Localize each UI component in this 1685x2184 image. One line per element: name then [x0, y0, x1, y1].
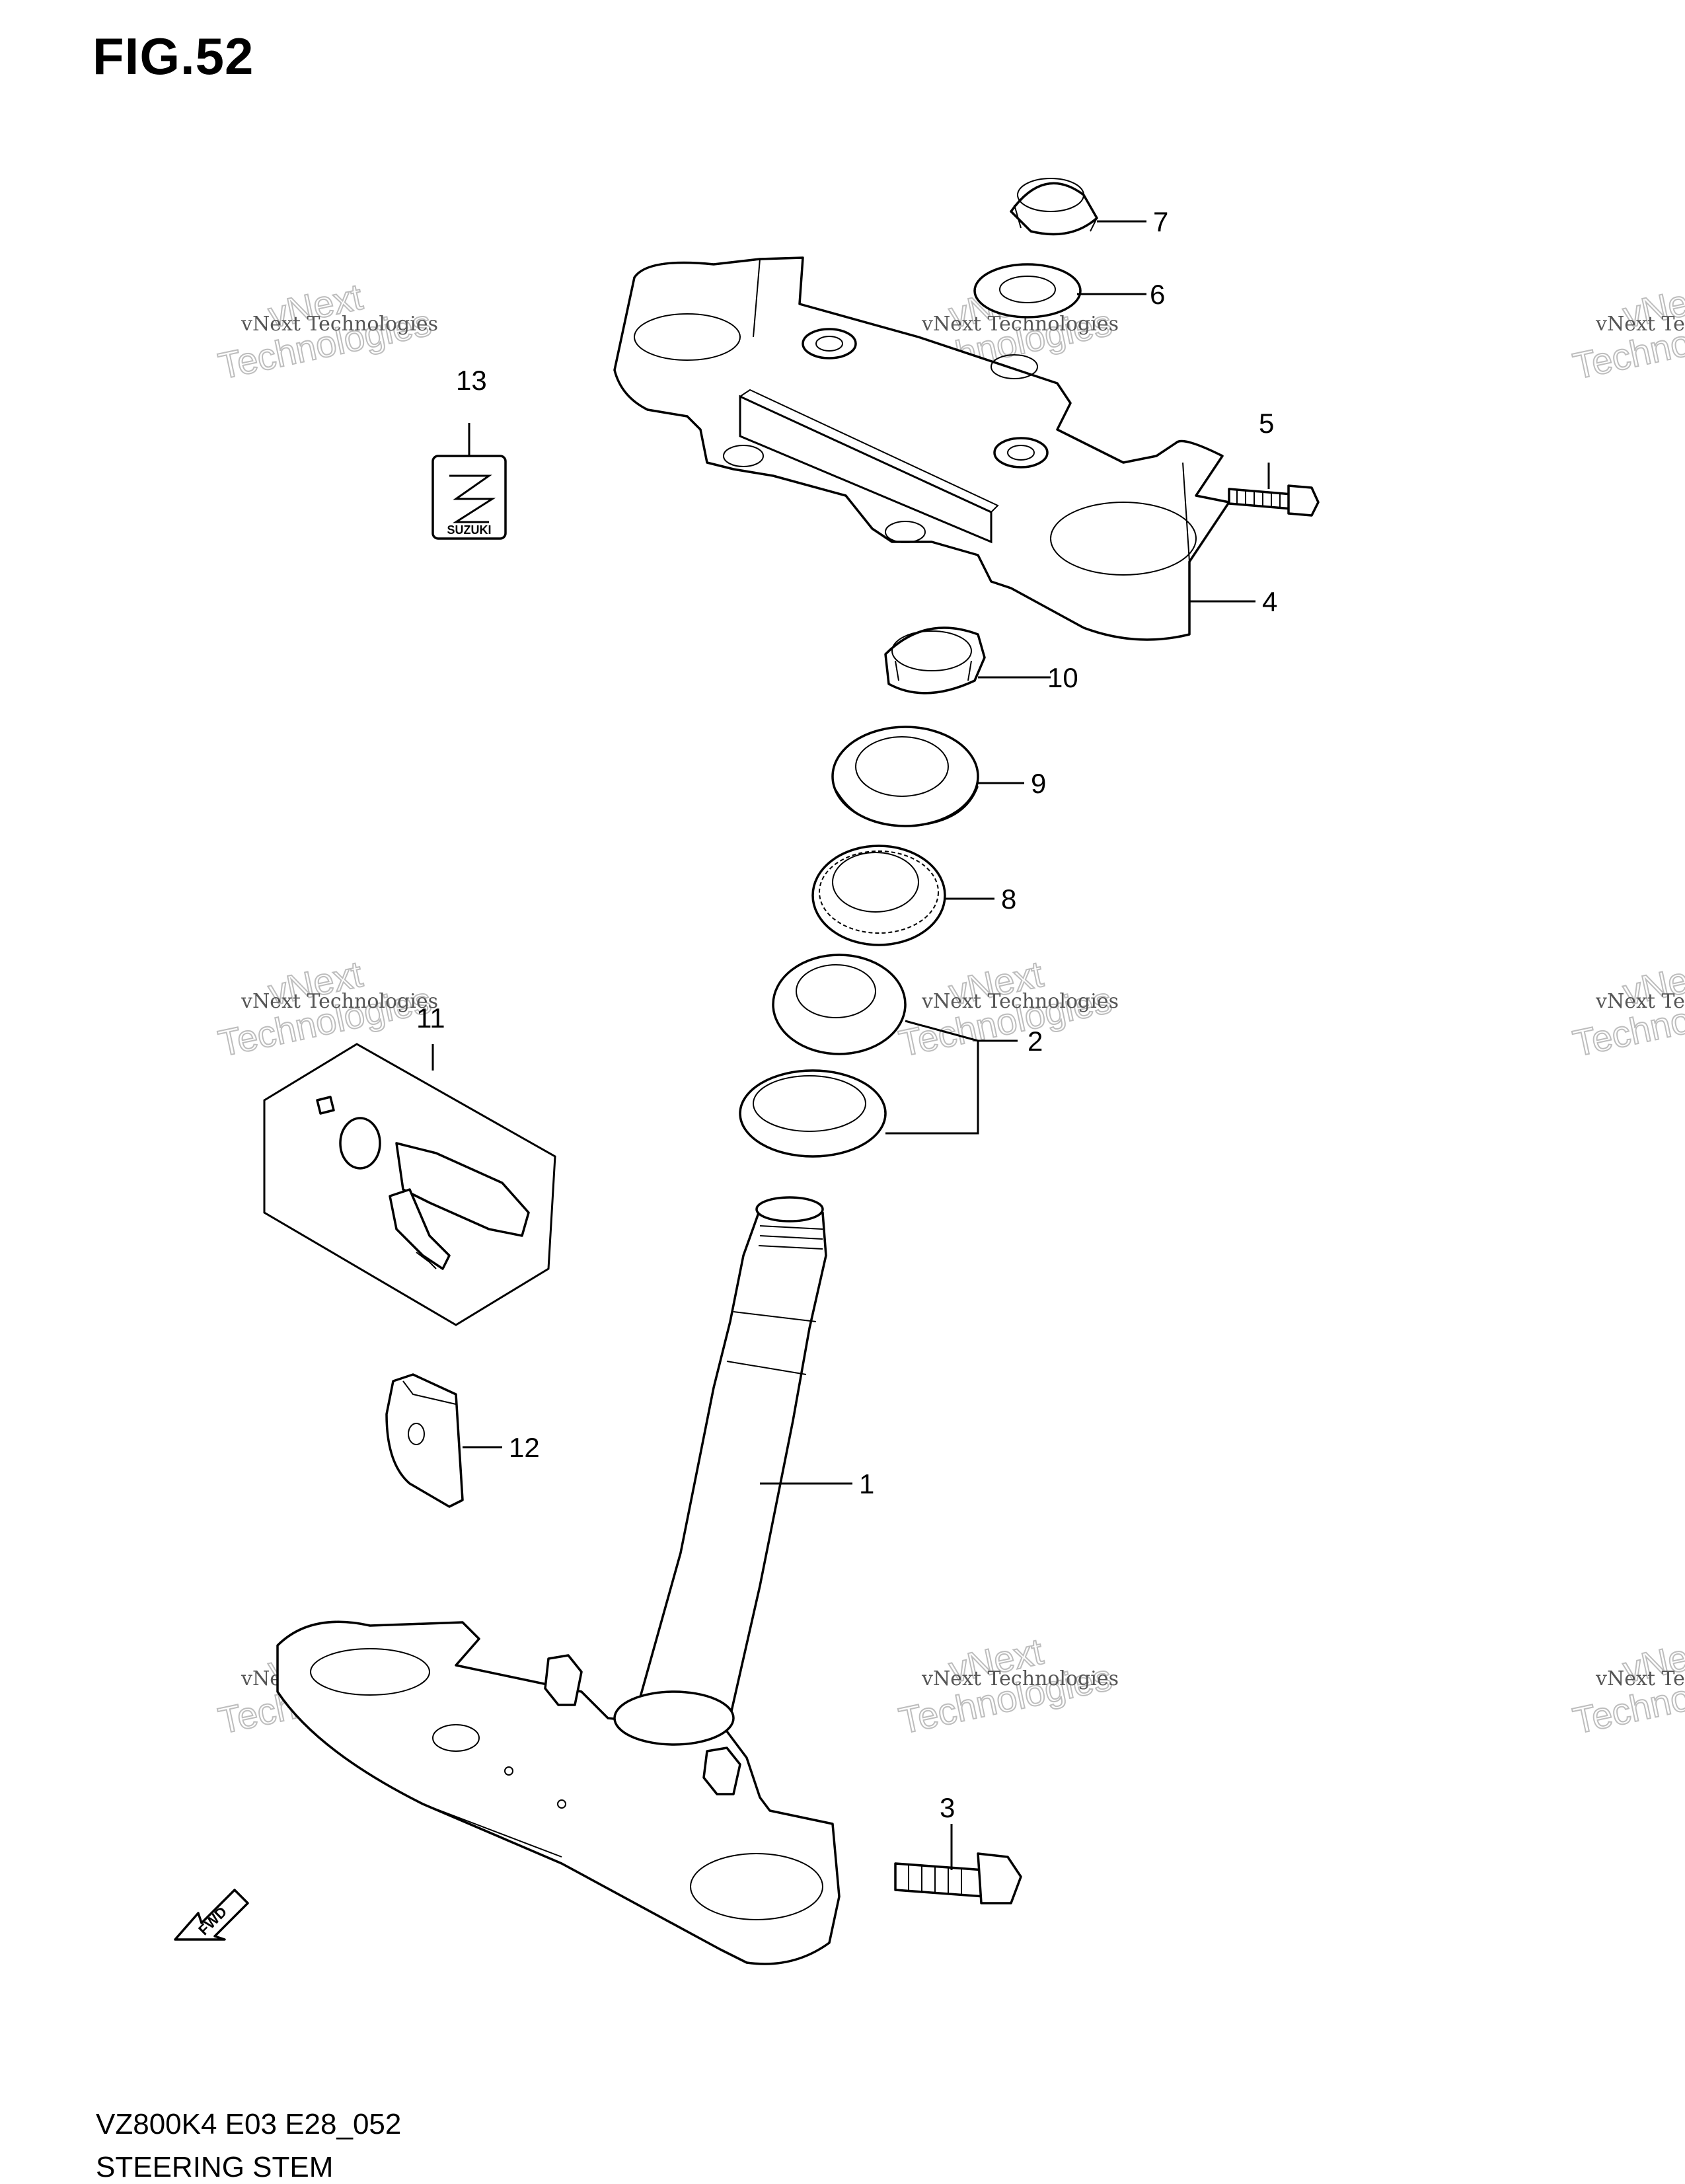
- callout-3: 3: [940, 1792, 955, 1823]
- watermark: Technologies vNext vNext Technologies: [895, 1630, 1119, 1743]
- part-2-bearing-race-set: [739, 954, 907, 1158]
- part-6-washer: [973, 263, 1082, 319]
- watermark: Technologies vNext vNext Technologies: [214, 952, 438, 1065]
- part-12-cover: [385, 1373, 464, 1508]
- callout-labels: 7 6 5 4 10 9 8 2 11 13 12 1 3: [416, 206, 1277, 1823]
- watermark: Technologies vNext vNext Technologies: [1569, 952, 1685, 1065]
- callout-12: 12: [509, 1432, 540, 1463]
- part-5-bolt: [1228, 484, 1320, 517]
- section-name: STEERING STEM: [96, 2151, 334, 2183]
- figure-title: FIG.52: [93, 27, 254, 85]
- part-8-bearing: [811, 845, 946, 946]
- part-13-emblem: SUZUKI: [431, 455, 507, 540]
- part-4-upper-bracket: [613, 256, 1230, 641]
- callout-6: 6: [1150, 279, 1165, 310]
- watermark: Technologies vNext vNext Technologies: [1569, 275, 1685, 388]
- callout-2: 2: [1028, 1026, 1043, 1057]
- model-code: VZ800K4 E03 E28_052: [96, 2108, 402, 2140]
- part-3-bolt: [894, 1852, 1022, 1904]
- callout-4: 4: [1262, 586, 1277, 617]
- fwd-arrow-icon: FWD: [174, 1889, 249, 1941]
- part-7-cap: [1010, 178, 1098, 236]
- callout-8: 8: [1001, 884, 1016, 915]
- part-11-steering-lock-set: [263, 1043, 556, 1326]
- svg-text:vNext Technologies: vNext Technologies: [1595, 1667, 1685, 1690]
- part-10-nut: [884, 626, 986, 695]
- watermark: Technologies vNext vNext Technologies: [214, 275, 438, 388]
- emblem-label: SUZUKI: [447, 523, 492, 537]
- callout-10: 10: [1047, 662, 1078, 693]
- callout-9: 9: [1031, 768, 1046, 799]
- svg-text:vNext Technologies: vNext Technologies: [241, 990, 438, 1013]
- callout-7: 7: [1153, 206, 1168, 237]
- part-1-steering-stem: [276, 1196, 841, 1965]
- watermark: Technologies vNext vNext Technologies: [895, 952, 1119, 1065]
- svg-text:vNext Technologies: vNext Technologies: [921, 1667, 1119, 1690]
- svg-text:vNext Technologies: vNext Technologies: [1595, 990, 1685, 1013]
- callout-11: 11: [416, 1002, 445, 1034]
- leader-lines: [431, 220, 1270, 1870]
- callout-1: 1: [859, 1468, 874, 1499]
- callout-13: 13: [456, 365, 487, 396]
- callout-5: 5: [1259, 408, 1274, 439]
- watermark: Technologies vNext vNext Technologies: [1569, 1630, 1685, 1743]
- svg-text:vNext Technologies: vNext Technologies: [241, 313, 438, 336]
- part-9-dust-seal: [831, 726, 979, 827]
- svg-text:vNext Technologies: vNext Technologies: [1595, 313, 1685, 336]
- svg-text:vNext Technologies: vNext Technologies: [921, 990, 1119, 1013]
